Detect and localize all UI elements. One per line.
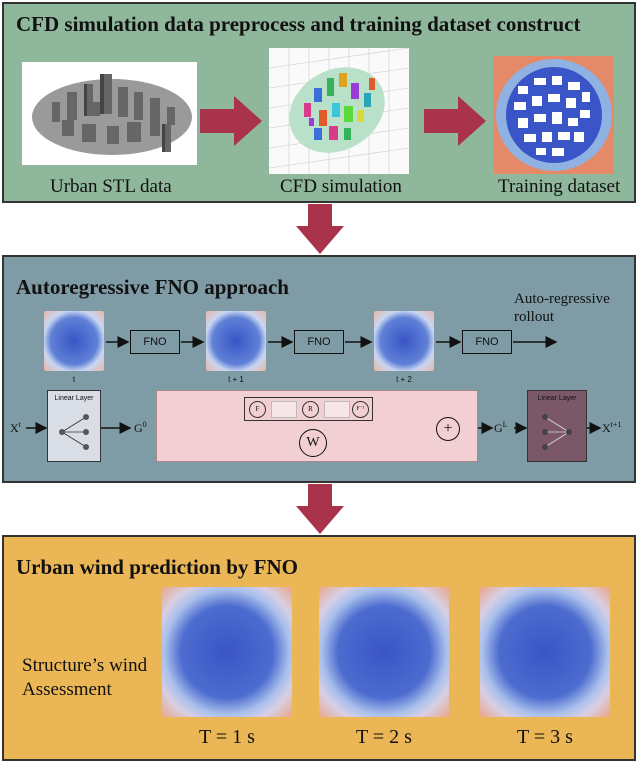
weight-r-node: R [302,401,319,418]
caption-urban-stl: Urban STL data [50,176,172,197]
input-x-label: Xt [10,420,21,435]
inverse-fourier-node: F⁻¹ [352,401,369,418]
input-linear-layer: Linear Layer [47,390,101,462]
arrow-cfd-to-dataset [424,96,486,146]
arrow-down-1 [296,204,344,254]
urban-stl-image [22,62,197,165]
fourier-mode-box-1 [271,401,297,418]
input-linear-layer-label: Linear Layer [54,395,94,402]
rollout-label: Auto-regressive rollout [514,291,610,325]
caption-cfd-simulation: CFD simulation [280,176,402,197]
autoregressive-fno-panel: Autoregressive FNO approach Auto-regress… [2,255,636,483]
step-label-t2: t + 2 [396,375,412,384]
time-label-1s: T = 1 s [199,726,255,748]
time-label-3s: T = 3 s [517,726,573,748]
arrow-stl-to-cfd [200,96,262,146]
preprocess-title: CFD simulation data preprocess and train… [16,12,581,36]
output-linear-layer-label: Linear Layer [537,395,577,402]
wind-prediction-panel: Urban wind prediction by FNO Structure’s… [2,535,636,761]
fno-block-1: FNO [130,330,180,354]
fourier-mode-box-2 [324,401,350,418]
caption-training-dataset: Training dataset [498,176,621,197]
structure-wind-label-line2: Assessment [22,679,112,700]
gl-label: GL [494,420,508,435]
fourier-path: F R F⁻¹ [244,397,373,421]
fourier-transform-node: F [249,401,266,418]
weight-w-node: W [299,429,327,457]
cfd-simulation-image [268,47,410,174]
arrow-down-2 [296,484,344,534]
field-snapshot-t [44,311,104,371]
prediction-field-t3 [480,587,610,717]
g0-label: G0 [134,420,147,435]
fno-block-2: FNO [294,330,344,354]
field-snapshot-t1 [206,311,266,371]
output-x-label: Xt+1 [602,420,622,435]
time-label-2s: T = 2 s [356,726,412,748]
field-snapshot-t2 [374,311,434,371]
structure-wind-label-line1: Structure’s wind [22,655,148,676]
preprocess-panel: CFD simulation data preprocess and train… [2,2,636,203]
sum-node: + [436,417,460,441]
output-linear-layer: Linear Layer [527,390,587,462]
prediction-field-t1 [162,587,292,717]
step-label-t1: t + 1 [228,375,244,384]
wind-prediction-title: Urban wind prediction by FNO [16,555,298,579]
training-dataset-image [494,56,614,174]
step-label-t: t [72,375,76,384]
fno-block-3: FNO [462,330,512,354]
autoregressive-title: Autoregressive FNO approach [16,275,289,299]
prediction-field-t2 [319,587,449,717]
